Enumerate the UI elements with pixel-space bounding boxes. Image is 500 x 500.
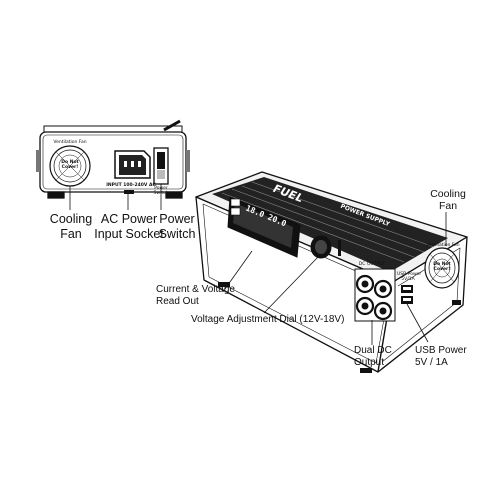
callout-readout: Current & Voltage Read Out <box>156 284 235 307</box>
rear-fan-icon <box>49 145 91 187</box>
device-body <box>195 171 468 373</box>
rear-input-label: INPUT 100-240V AC <box>106 183 156 188</box>
side-fan-icon <box>424 247 460 289</box>
voltage-dial-icon <box>310 235 341 259</box>
usb-label: USB Power 5V/1A <box>397 272 422 282</box>
display-panel <box>227 196 301 258</box>
rear-do-not-cover: Do Not Cover! <box>61 160 79 170</box>
power-switch-icon <box>153 147 169 185</box>
callout-cooling-fan-left: Cooling Fan <box>49 212 93 241</box>
ac-socket-icon <box>114 150 151 194</box>
callout-usb-power: USB Power 5V / 1A <box>415 345 467 368</box>
rear-switch-label: Power Switch <box>153 186 169 196</box>
callout-ac-power-input: AC Power Input Socket <box>94 212 164 241</box>
rear-callout-lines <box>69 184 162 210</box>
side-fan-do-not-cover: Do Not Cover! <box>433 262 451 272</box>
usb-ports-icon <box>401 285 413 304</box>
callout-voltage-dial: Voltage Adjustment Dial (12V-18V) <box>191 314 345 325</box>
dc-output-label: DC OUTPUT <box>358 262 386 267</box>
dc-output-terminals <box>354 268 396 322</box>
device-callout-lines <box>224 212 447 345</box>
callout-dual-dc-output: Dual DC Output <box>354 345 392 368</box>
rear-ventilation-label: Ventilation Fan <box>53 140 87 145</box>
device-feet <box>218 282 461 373</box>
callout-cooling-fan-right: Cooling Fan <box>430 188 466 212</box>
callout-power-switch: Power Switch <box>158 212 196 241</box>
side-fan-vent-label: Ventilation Fan <box>426 243 460 248</box>
top-ribs <box>221 181 435 263</box>
